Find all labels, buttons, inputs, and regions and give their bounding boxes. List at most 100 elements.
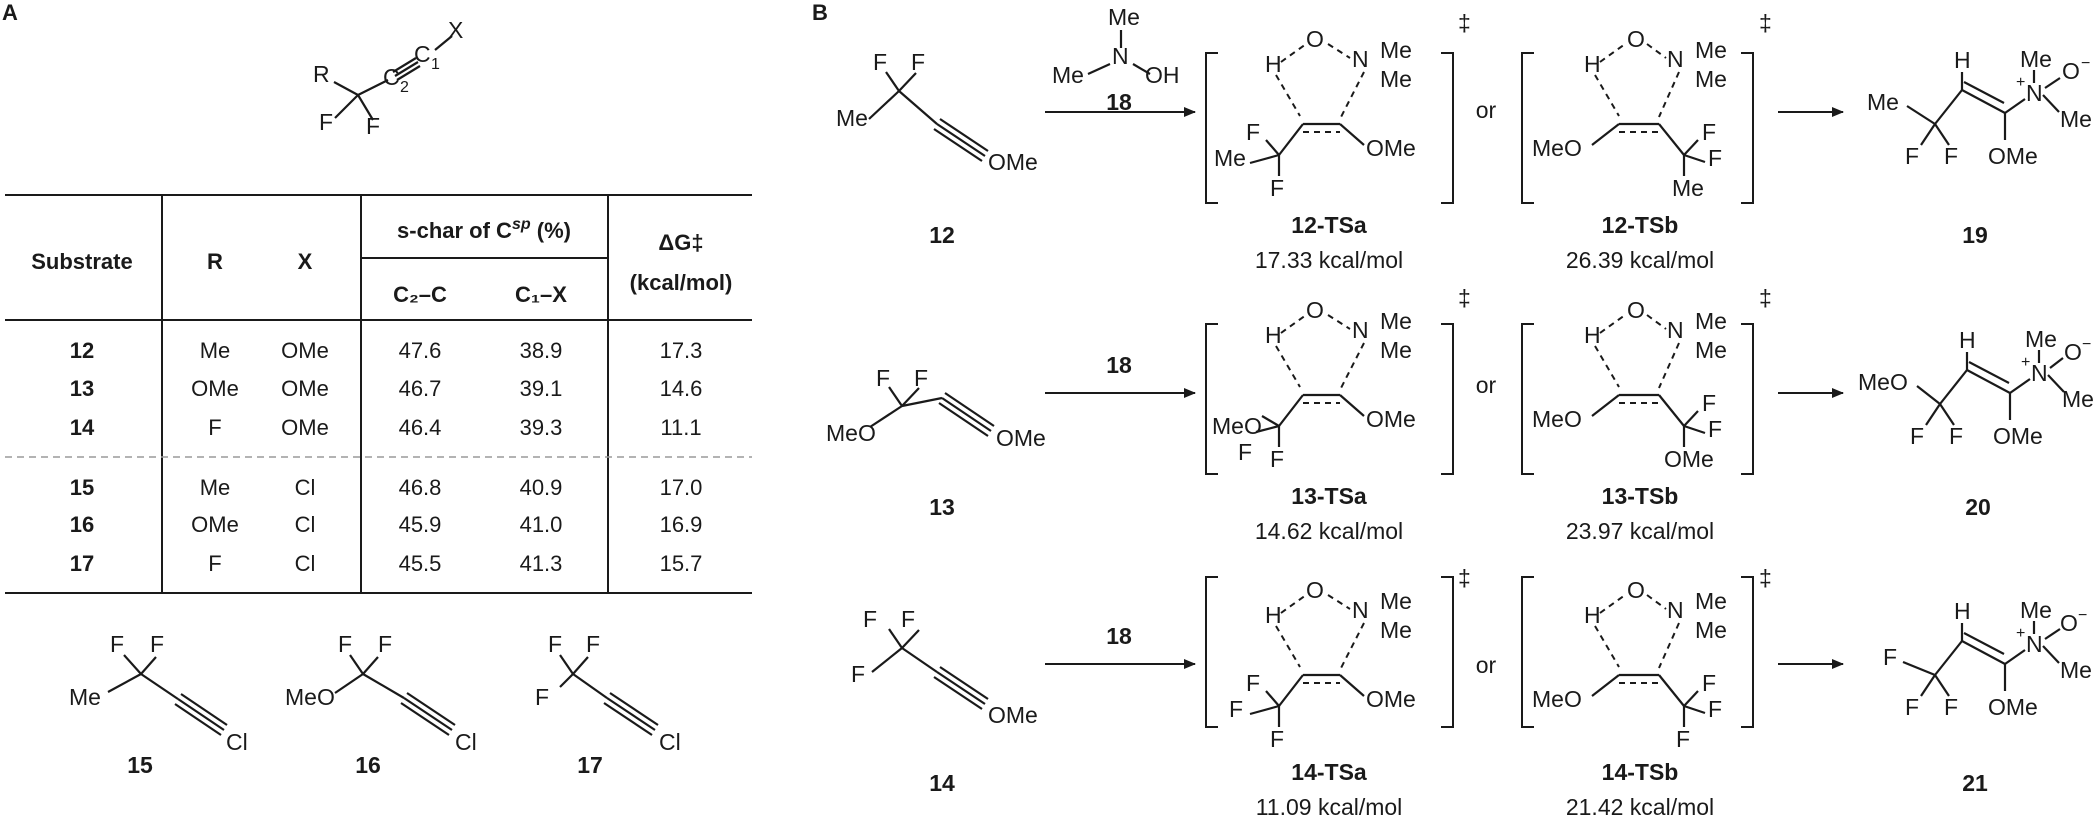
- atom-meo: MeO: [1532, 135, 1582, 161]
- header-x: X: [298, 249, 313, 274]
- ts-12a: ‡ O N H Me Me F Me F OMe 12-TSa 17.33 kc…: [1205, 10, 1471, 273]
- table-row: 16 OMe Cl 45.9 41.0 16.9: [70, 512, 703, 537]
- atom-n: N: [1667, 597, 1684, 623]
- atom-me: Me: [2020, 46, 2052, 72]
- atom-f: F: [586, 631, 600, 657]
- reagent-18-label-row3: 18: [1106, 623, 1132, 649]
- cell-dg: 15.7: [660, 551, 703, 576]
- compound-21-label: 21: [1962, 770, 1988, 796]
- cell-r: OMe: [191, 512, 239, 537]
- atom-ome: OMe: [1664, 446, 1714, 472]
- atom-me: Me: [1108, 4, 1140, 30]
- atom-n: N: [1352, 46, 1369, 72]
- atom-cl: Cl: [226, 729, 248, 755]
- atom-me: Me: [1695, 66, 1727, 92]
- atom-me: Me: [69, 684, 101, 710]
- or-connector: or: [1476, 372, 1497, 398]
- cell-x: Cl: [295, 512, 316, 537]
- cell-substrate: 13: [70, 376, 94, 401]
- c1-subscript: 1: [431, 56, 440, 73]
- atom-f: F: [873, 49, 887, 75]
- atom-o: O: [1627, 577, 1645, 603]
- ts-13a: ‡ O N H Me Me MeO F F OMe 13-TSa 14.62 k…: [1205, 285, 1471, 544]
- atom-me: Me: [1214, 145, 1246, 171]
- ts-14b-name: 14-TSb: [1602, 759, 1679, 785]
- compound-20-label: 20: [1965, 494, 1991, 520]
- ts-14b-energy: 21.42 kcal/mol: [1566, 794, 1714, 820]
- atom-o: O: [1306, 297, 1324, 323]
- atom-me: Me: [2025, 326, 2057, 352]
- atom-me: Me: [1695, 588, 1727, 614]
- atom-f: F: [378, 631, 392, 657]
- atom-me: Me: [2060, 106, 2092, 132]
- cell-c1x: 38.9: [520, 338, 563, 363]
- dagger-symbol: ‡: [1759, 285, 1772, 311]
- header-c2-c: C₂–C: [393, 282, 447, 307]
- atom-me: Me: [1695, 308, 1727, 334]
- atom-oh: OH: [1145, 62, 1180, 88]
- ts-13b-name: 13-TSb: [1602, 483, 1679, 509]
- atom-f: F: [1905, 694, 1919, 720]
- atom-f: F: [319, 109, 333, 135]
- atom-ome: OMe: [988, 702, 1038, 728]
- cell-x: OMe: [281, 415, 329, 440]
- atom-cl: Cl: [659, 729, 681, 755]
- cell-c2c: 46.4: [399, 415, 442, 440]
- atom-r: R: [313, 61, 330, 87]
- atom-n: N: [2026, 80, 2043, 106]
- structure-16: MeO F F Cl 16: [285, 631, 477, 778]
- cell-dg: 17.0: [660, 475, 703, 500]
- cell-substrate: 15: [70, 475, 94, 500]
- cell-substrate: 16: [70, 512, 94, 537]
- atom-me: Me: [836, 105, 868, 131]
- atom-c2: C: [383, 64, 400, 90]
- atom-o: O: [2062, 58, 2080, 84]
- atom-f: F: [1702, 390, 1716, 416]
- ts-13a-energy: 14.62 kcal/mol: [1255, 518, 1403, 544]
- ts-13b-energy: 23.97 kcal/mol: [1566, 518, 1714, 544]
- atom-f: F: [366, 113, 380, 139]
- atom-f: F: [1910, 423, 1924, 449]
- cell-r: OMe: [191, 376, 239, 401]
- atom-n: N: [2026, 631, 2043, 657]
- cell-c1x: 41.0: [520, 512, 563, 537]
- ts-12b-name: 12-TSb: [1602, 212, 1679, 238]
- compound-16-label: 16: [355, 752, 381, 778]
- atom-me: Me: [1695, 337, 1727, 363]
- atom-f: F: [1270, 175, 1284, 201]
- atom-f: F: [901, 606, 915, 632]
- atom-me: Me: [1380, 308, 1412, 334]
- panel-b-label: B: [812, 0, 828, 25]
- ts-14a: ‡ O N H Me Me F F F OMe 14-TSa 11.09 kca…: [1205, 565, 1471, 820]
- atom-me: Me: [2020, 597, 2052, 623]
- atom-n: N: [1352, 597, 1369, 623]
- atom-f: F: [1238, 439, 1252, 465]
- compound-18-label: 18: [1106, 89, 1132, 115]
- atom-me: Me: [1052, 62, 1084, 88]
- product-19: Me F F H N + Me O − Me OMe 19: [1867, 46, 2092, 248]
- atom-ome: OMe: [1366, 135, 1416, 161]
- atom-h: H: [1265, 322, 1282, 348]
- cell-c1x: 39.1: [520, 376, 563, 401]
- cell-c2c: 46.8: [399, 475, 442, 500]
- atom-f: F: [1229, 696, 1243, 722]
- atom-n: N: [1667, 46, 1684, 72]
- atom-h: H: [1584, 322, 1601, 348]
- atom-ome: OMe: [1366, 406, 1416, 432]
- header-r: R: [207, 249, 223, 274]
- atom-f: F: [535, 684, 549, 710]
- ts-12b-energy: 26.39 kcal/mol: [1566, 247, 1714, 273]
- cell-dg: 16.9: [660, 512, 703, 537]
- atom-f: F: [1246, 119, 1260, 145]
- atom-meo: MeO: [1858, 369, 1908, 395]
- substrate-14: F F F OMe 14: [851, 606, 1038, 796]
- cell-c2c: 45.9: [399, 512, 442, 537]
- atom-o: O: [1306, 26, 1324, 52]
- compound-15-label: 15: [127, 752, 153, 778]
- atom-f: F: [1944, 694, 1958, 720]
